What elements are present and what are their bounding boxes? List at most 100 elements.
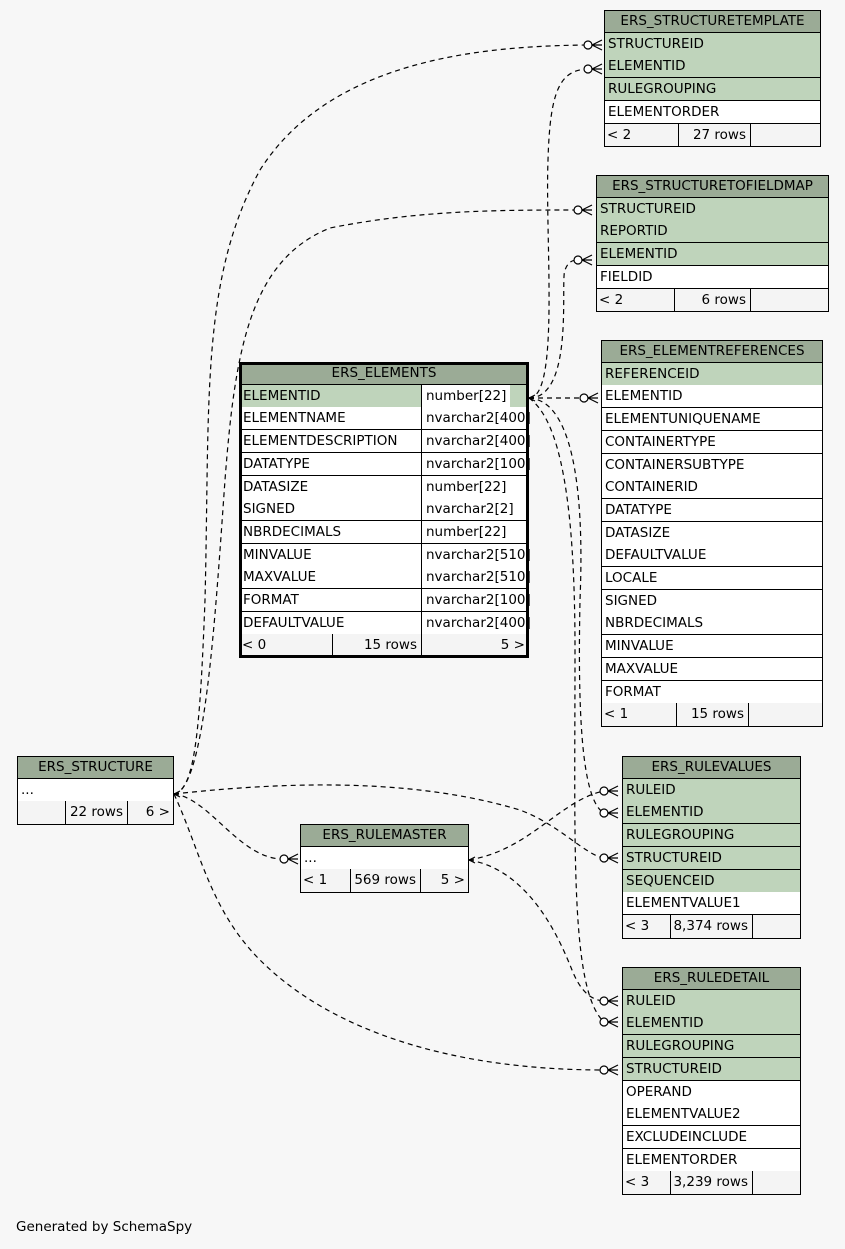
relationship-line	[528, 397, 605, 1023]
column-row: ...	[17, 779, 174, 802]
child-count: < 3	[625, 1174, 650, 1190]
cell-divider	[421, 430, 422, 452]
zero-or-many-marker	[583, 63, 603, 75]
row-count: 15 rows	[363, 637, 417, 653]
zero-or-many-marker	[599, 785, 619, 797]
column-name: ELEMENTUNIQUENAME	[605, 411, 761, 427]
column-name: ...	[21, 782, 34, 798]
column-name: ELEMENTID	[600, 246, 678, 262]
column-name: NBRDECIMALS	[243, 524, 342, 540]
zero-or-many-marker	[599, 852, 619, 864]
column-name: ELEMENTVALUE2	[626, 1106, 741, 1122]
cell-divider	[421, 589, 422, 611]
column-row: CONTAINERID	[601, 476, 823, 499]
parent-end-marker	[468, 856, 476, 864]
row-count: 27 rows	[692, 127, 746, 143]
column-name: FORMAT	[243, 592, 299, 608]
cell-divider	[421, 385, 422, 407]
column-name: RULEID	[626, 993, 676, 1009]
column-name: CONTAINERID	[605, 479, 698, 495]
table-footer: < 2 27 rows	[604, 124, 821, 147]
column-name: ELEMENTDESCRIPTION	[243, 433, 398, 449]
column-row: RULEGROUPING	[622, 1035, 801, 1058]
column-row: RULEID	[622, 990, 801, 1013]
zero-or-many-marker	[599, 1016, 619, 1028]
column-type: number[22]	[426, 524, 507, 540]
column-row: RULEGROUPING	[604, 78, 821, 101]
cell-divider	[421, 407, 422, 429]
row-count: 8,374 rows	[673, 918, 748, 934]
column-name: MAXVALUE	[605, 661, 678, 677]
column-name: STRUCTUREID	[608, 36, 704, 52]
column-row: NBRDECIMALS number[22]	[239, 521, 529, 544]
column-name: DEFAULTVALUE	[243, 615, 345, 631]
row-count: 569 rows	[354, 872, 416, 888]
footer-divider	[420, 869, 421, 893]
zero-or-many-marker	[599, 995, 619, 1007]
column-name: ELEMENTID	[608, 58, 686, 74]
column-type: nvarchar2[2]	[426, 501, 514, 517]
column-row: RULEID	[622, 779, 801, 802]
column-row: FORMAT nvarchar2[100]	[239, 589, 531, 612]
column-type: nvarchar2[100]	[426, 592, 531, 608]
column-row: REFERENCEID	[601, 363, 823, 386]
footer-divider	[752, 1171, 753, 1195]
column-row: ELEMENTID	[596, 243, 829, 266]
row-count: 6 rows	[701, 292, 746, 308]
column-name: ELEMENTID	[243, 388, 321, 404]
column-row: REPORTID	[596, 220, 829, 243]
zero-or-many-marker	[583, 39, 603, 51]
column-name: CONTAINERSUBTYPE	[605, 457, 745, 473]
column-name: ELEMENTID	[605, 388, 683, 404]
child-count: < 2	[607, 127, 632, 143]
relationship-line	[528, 68, 589, 399]
column-row: ELEMENTUNIQUENAME	[601, 408, 823, 431]
footer-divider	[421, 634, 422, 658]
table-title: ERS_RULEDETAIL	[622, 967, 801, 990]
column-name: ELEMENTID	[626, 804, 704, 820]
column-name: FORMAT	[605, 684, 661, 700]
relationship-line	[468, 859, 605, 1002]
column-name: DATATYPE	[243, 456, 310, 472]
column-name: EXCLUDEINCLUDE	[626, 1129, 748, 1145]
generated-by-credit: Generated by SchemaSpy	[16, 1219, 193, 1235]
relationship-line	[173, 793, 285, 860]
column-row: ELEMENTID	[622, 1012, 801, 1035]
table-title: ERS_STRUCTURETEMPLATE	[604, 10, 821, 33]
column-name: STRUCTUREID	[626, 1061, 722, 1077]
zero-or-many-marker	[599, 1064, 619, 1076]
column-type: nvarchar2[100]	[426, 456, 531, 472]
column-row: FIELDID	[596, 266, 829, 289]
column-name: DEFAULTVALUE	[605, 547, 707, 563]
footer-divider	[332, 634, 333, 658]
column-row: MAXVALUE	[601, 658, 823, 681]
column-name: FIELDID	[600, 269, 653, 285]
footer-divider	[676, 703, 677, 727]
column-row: ELEMENTVALUE1	[622, 892, 801, 915]
column-name: CONTAINERTYPE	[605, 434, 716, 450]
footer-divider	[750, 124, 751, 147]
relationship-line	[528, 397, 605, 814]
table-title: ERS_STRUCTURETOFIELDMAP	[596, 175, 829, 198]
row-count: 22 rows	[69, 804, 123, 820]
column-row: DATASIZE	[601, 522, 823, 545]
footer-divider	[678, 124, 679, 147]
column-name: ELEMENTORDER	[626, 1152, 738, 1168]
column-name: SIGNED	[243, 501, 296, 517]
column-row: DEFAULTVALUE	[601, 544, 823, 567]
zero-or-many-marker	[573, 204, 593, 216]
column-name: DATATYPE	[605, 502, 672, 518]
